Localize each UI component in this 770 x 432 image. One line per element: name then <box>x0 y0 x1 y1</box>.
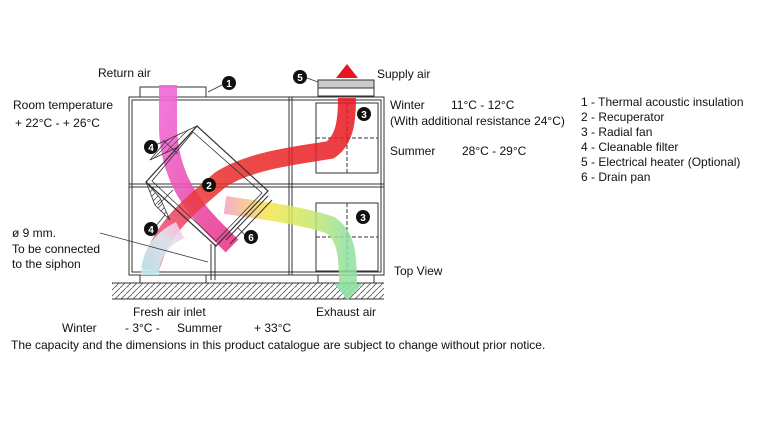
bottom-summer-label: Summer <box>177 321 223 335</box>
svg-text:1: 1 <box>226 79 232 90</box>
summer-value: 28°C - 29°C <box>462 144 527 158</box>
marker-3-exhaust-fan: 3 <box>356 210 370 224</box>
winter-label: Winter <box>390 98 425 112</box>
supply-air-duct <box>317 87 375 97</box>
legend-item-3: 3 - Radial fan <box>581 125 653 139</box>
marker-2: 2 <box>202 178 216 192</box>
bottom-winter-label: Winter <box>62 321 97 335</box>
legend-item-1: 1 - Thermal acoustic insulation <box>581 95 744 109</box>
supply-air-label: Supply air <box>377 67 431 81</box>
winter-value: 11°C - 12°C <box>451 98 515 112</box>
marker-4-upper: 4 <box>144 140 158 154</box>
exhaust-air-label: Exhaust air <box>316 305 377 319</box>
svg-text:4: 4 <box>148 143 154 154</box>
exhaust-arrow-icon <box>334 284 362 300</box>
legend-item-6: 6 - Drain pan <box>581 170 651 184</box>
svg-text:5: 5 <box>297 73 303 84</box>
filter-upper <box>149 125 198 161</box>
drain-note-2: to the siphon <box>12 257 81 271</box>
fresh-air-duct <box>139 274 207 284</box>
supply-arrow-icon <box>336 64 358 78</box>
drain-pipe <box>99 232 216 280</box>
unit-housing <box>128 96 385 276</box>
top-view-label: Top View <box>394 264 443 278</box>
svg-text:4: 4 <box>148 225 154 236</box>
legend-item-2: 2 - Recuperator <box>581 110 665 124</box>
legend-item-5: 5 - Electrical heater (Optional) <box>581 155 741 169</box>
marker-5: 5 <box>293 70 307 84</box>
marker-3-supply-fan: 3 <box>357 107 371 121</box>
fresh-air-inlet-label: Fresh air inlet <box>133 305 206 319</box>
marker-4-lower: 4 <box>144 222 158 236</box>
svg-text:6: 6 <box>248 233 254 244</box>
bottom-summer-value: + 33°C <box>254 321 292 335</box>
return-air-flow <box>159 85 239 253</box>
heater-top <box>317 79 375 89</box>
svg-text:3: 3 <box>361 110 367 121</box>
disclaimer-text: The capacity and the dimensions in this … <box>11 338 546 352</box>
legend-item-4: 4 - Cleanable filter <box>581 140 679 154</box>
svg-text:3: 3 <box>360 213 366 224</box>
summer-label: Summer <box>390 144 436 158</box>
recuperator <box>145 125 273 247</box>
marker-6: 6 <box>244 230 258 244</box>
room-temperature-title: Room temperature <box>13 98 114 112</box>
return-air-label: Return air <box>98 66 151 80</box>
winter-note: (With additional resistance 24°C) <box>390 114 565 128</box>
exhaust-air-flow <box>223 196 357 286</box>
drain-note-1: To be connected <box>12 242 101 256</box>
svg-text:2: 2 <box>206 181 212 192</box>
drain-size-label: ø 9 mm. <box>12 226 56 240</box>
bottom-winter-value: - 3°C - <box>125 321 160 335</box>
room-temperature-range: + 22°C - + 26°C <box>15 116 100 130</box>
filter-lower <box>145 181 171 221</box>
component-legend: 1 - Thermal acoustic insulation 2 - Recu… <box>581 95 744 185</box>
marker-1: 1 <box>222 76 236 90</box>
